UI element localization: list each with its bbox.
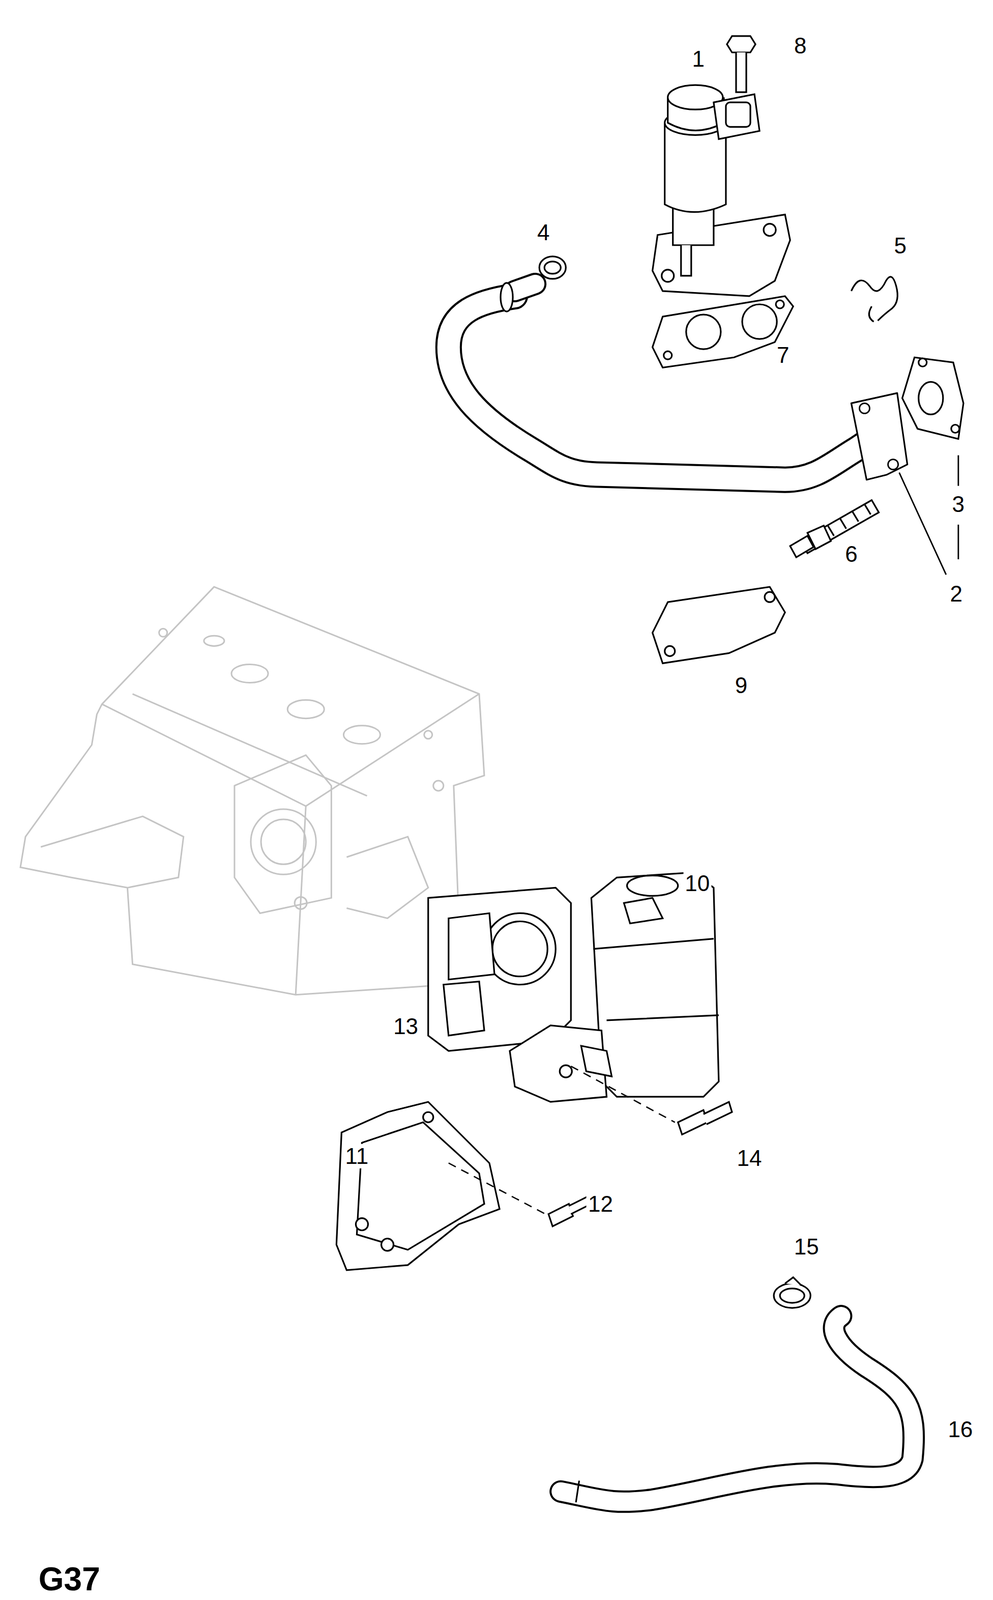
spring-clip — [851, 276, 898, 322]
hose-clamp — [773, 1276, 811, 1308]
callout-number: 5 — [892, 233, 908, 258]
assembly-line — [448, 1065, 676, 1214]
cover-plate — [336, 1101, 500, 1270]
figure-code: G37 — [37, 1560, 102, 1597]
engine-block — [20, 586, 485, 995]
callout-number: 16 — [946, 1416, 975, 1442]
leader-line — [899, 455, 959, 575]
bolt — [548, 1101, 733, 1226]
egr-valve — [652, 36, 791, 297]
stud-bolt — [790, 500, 879, 558]
callout-number: 15 — [792, 1234, 821, 1259]
callout-number: 7 — [775, 342, 791, 368]
gasket — [652, 296, 964, 663]
callout-number: 10 — [683, 870, 712, 896]
callout-number: 4 — [535, 220, 551, 245]
callout-number: 11 — [343, 1143, 371, 1168]
coolant-hose — [560, 1315, 914, 1502]
callout-number: 6 — [843, 541, 859, 567]
callout-number: 14 — [735, 1145, 764, 1171]
callout-number: 3 — [950, 491, 967, 516]
callout-number: 9 — [733, 673, 749, 698]
callout-number: 12 — [586, 1191, 615, 1216]
callout-number: 2 — [948, 581, 965, 606]
egr-pipe — [448, 282, 908, 480]
callout-number: 1 — [690, 46, 707, 72]
o-ring — [539, 256, 566, 279]
callout-number: 13 — [391, 1013, 420, 1039]
callout-number: 8 — [792, 33, 808, 58]
